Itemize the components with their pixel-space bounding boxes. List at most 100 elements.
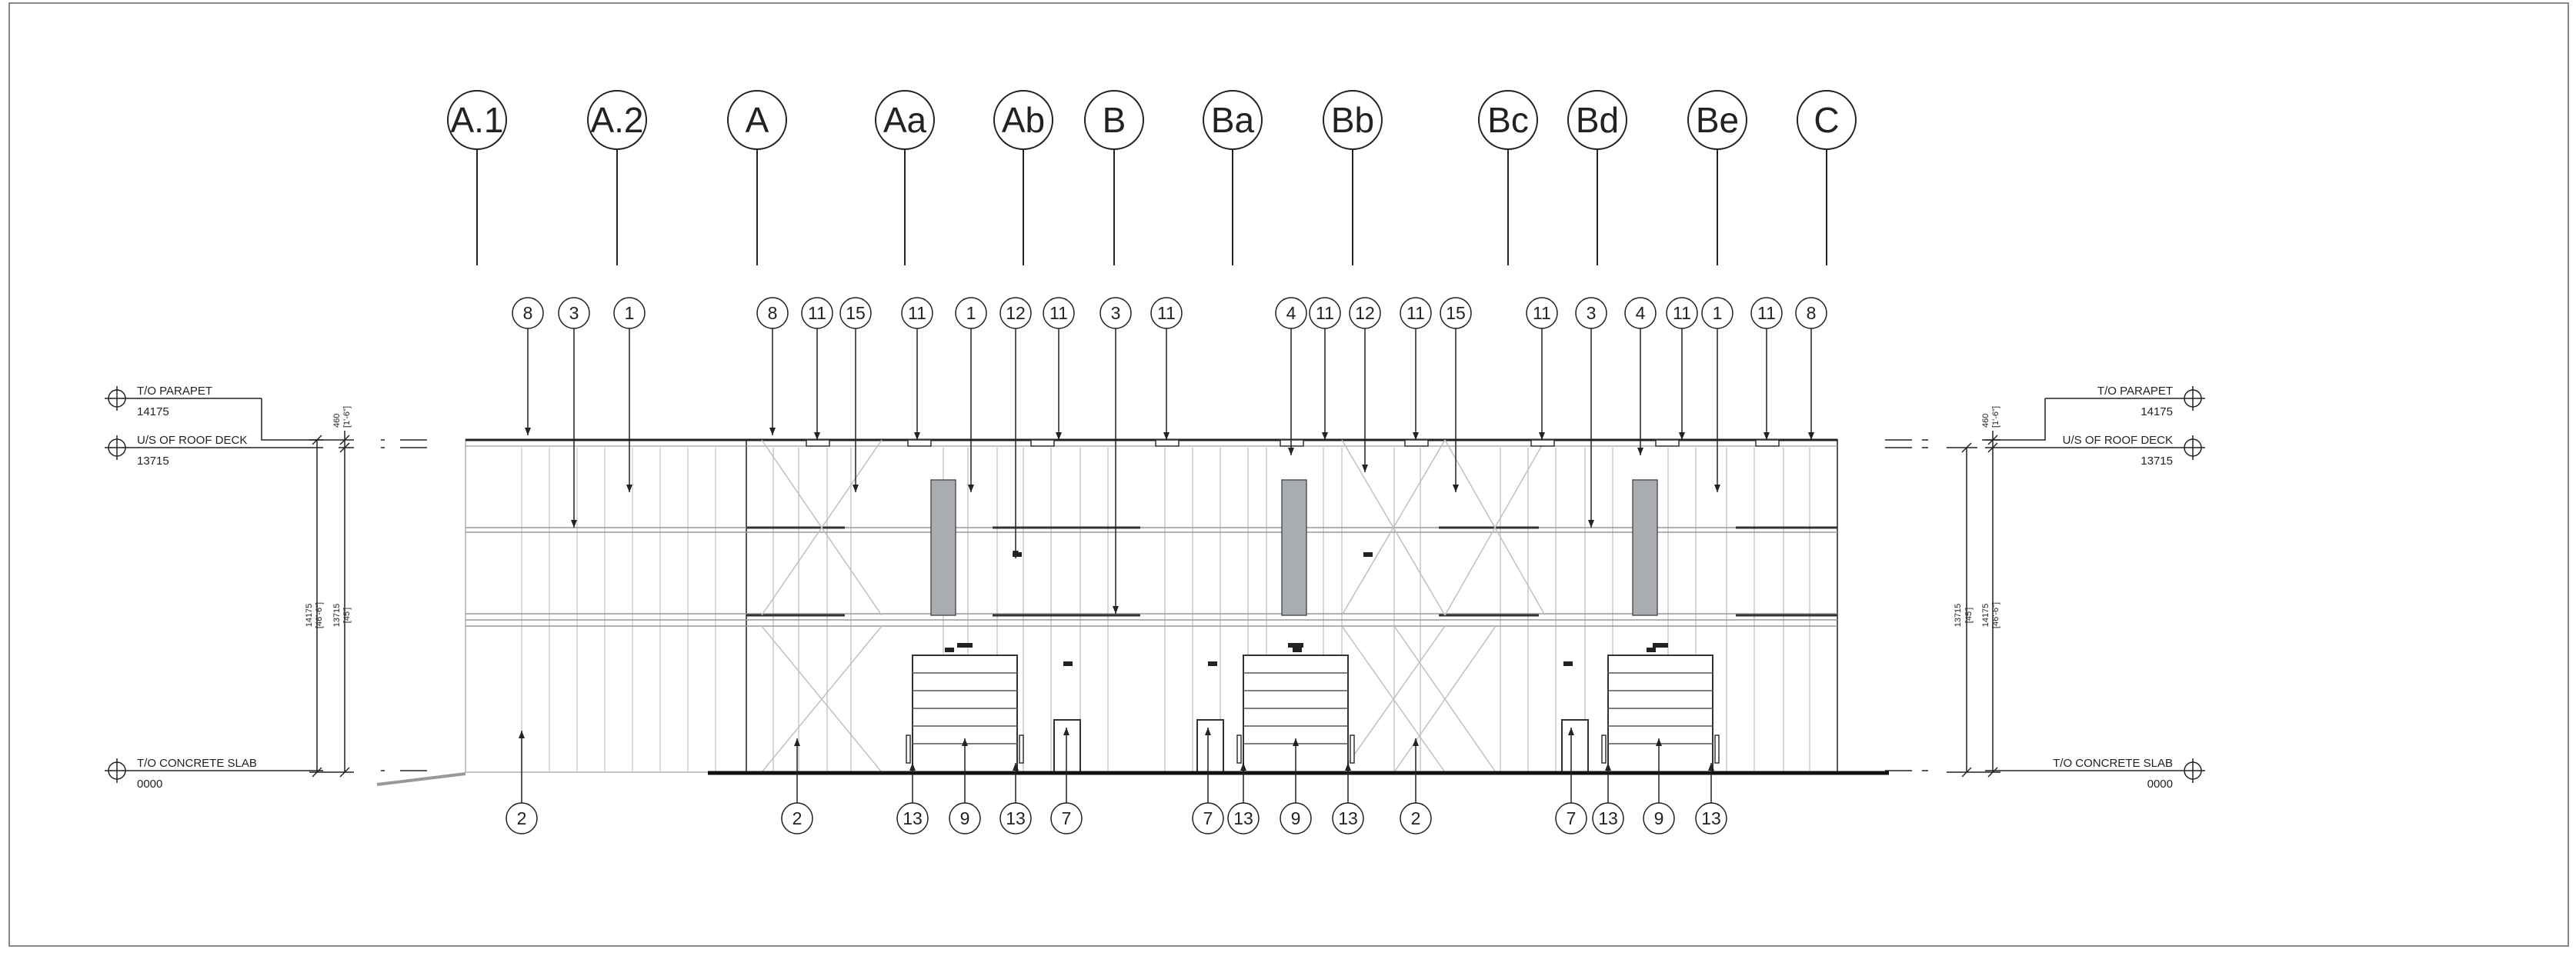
keynote-number: 11 — [908, 303, 926, 323]
grid-label: Be — [1696, 100, 1739, 140]
deck-height-dim: 13715 — [332, 604, 342, 628]
keynote-number: 15 — [846, 303, 866, 323]
keynote-number: 3 — [1111, 303, 1121, 323]
overhead-door — [1236, 643, 1355, 773]
keynote-bubble: 15 — [1440, 297, 1472, 492]
keynote-number: 13 — [903, 808, 923, 828]
keynote-bubble: 1 — [1701, 297, 1733, 492]
keynote-number: 1 — [1713, 303, 1723, 323]
keynote-bubble: 7 — [1555, 728, 1587, 834]
keynote-number: 7 — [1203, 808, 1213, 828]
grid-label: Bb — [1331, 100, 1374, 140]
keynote-bubble: 2 — [781, 738, 813, 834]
grid-bubble-bb: Bb — [1323, 90, 1383, 265]
level-name: U/S OF ROOF DECK — [2063, 434, 2173, 447]
grid-bubble-a1: A.1 — [447, 90, 507, 265]
building-elevation — [376, 438, 1889, 786]
deck-height-imperial: [45'] — [342, 608, 352, 623]
keynote-bubble: 11 — [801, 297, 833, 440]
grid-bubble-b: B — [1084, 90, 1144, 265]
keynote-number: 11 — [1757, 303, 1776, 323]
level-elevation: 13715 — [2141, 455, 2173, 468]
overall-height-dim: 14175 — [1981, 604, 1990, 628]
grid-bubble-ba: Ba — [1203, 90, 1263, 265]
keynote-bubble: 12 — [1349, 297, 1381, 472]
level-elevation: 14175 — [2141, 405, 2173, 418]
keynote-bubble: 8 — [756, 297, 789, 435]
grid-label: C — [1814, 100, 1839, 140]
keynote-number: 11 — [1316, 303, 1334, 323]
level-elevation: 0000 — [137, 778, 162, 791]
keynote-number: 8 — [1807, 303, 1817, 323]
keynote-bubble: 11 — [1666, 297, 1698, 440]
keynote-bubble: 13 — [1695, 763, 1727, 834]
keynote-number: 7 — [1062, 808, 1072, 828]
parapet-height-dim: 460 — [1981, 414, 1990, 428]
keynote-bubble: 3 — [558, 297, 590, 528]
glazing-strip — [1632, 479, 1658, 616]
level-extension-right — [1885, 439, 1928, 771]
keynote-number: 8 — [768, 303, 778, 323]
horizontal-reveals — [465, 527, 1837, 627]
keynote-number: 9 — [1291, 808, 1301, 828]
roof-fixtures — [806, 439, 1780, 447]
keynote-number: 13 — [1338, 808, 1358, 828]
grid-label: Ba — [1211, 100, 1255, 140]
keynote-number: 15 — [1446, 303, 1466, 323]
grid-label: A — [746, 100, 769, 140]
man-door — [1196, 719, 1224, 773]
dimension-strings-right — [1947, 431, 2000, 778]
man-doors — [1053, 719, 1589, 773]
keynote-bubble: 1 — [955, 297, 987, 492]
grid-label: B — [1103, 100, 1126, 140]
keynote-number: 1 — [966, 303, 976, 323]
level-marker-parapet-left: T/O PARAPET 14175 — [105, 385, 323, 441]
glazing-strip — [930, 479, 956, 616]
keynote-number: 13 — [1701, 808, 1721, 828]
keynote-bubble: 12 — [999, 297, 1032, 558]
grid-bubble-bd: Bd — [1567, 90, 1627, 265]
keynote-number: 13 — [1006, 808, 1026, 828]
keynote-bubble: 9 — [1280, 738, 1312, 834]
level-markers-left: T/O PARAPET 14175 U/S OF ROOF DECK 13715… — [105, 385, 427, 791]
grid-bubble-c: C — [1797, 90, 1857, 265]
level-name: T/O CONCRETE SLAB — [2053, 757, 2173, 770]
keynote-bubble: 11 — [1400, 297, 1432, 440]
canopy-lines — [746, 526, 1837, 617]
overhead-door — [1601, 643, 1720, 773]
keynote-number: 8 — [523, 303, 533, 323]
level-extension-left — [381, 439, 427, 771]
keynote-bubble: 9 — [1643, 738, 1675, 834]
keynote-number: 11 — [808, 303, 826, 323]
grid-label: A.1 — [450, 100, 503, 140]
keynote-number: 11 — [1406, 303, 1425, 323]
grid-label: Ab — [1002, 100, 1045, 140]
overall-height-imperial: [46'-6"] — [315, 602, 324, 628]
keynote-number: 13 — [1598, 808, 1618, 828]
keynote-bubble: 11 — [1526, 297, 1558, 440]
keynote-bubble: 7 — [1192, 728, 1224, 834]
grid-bubble-bc: Bc — [1478, 90, 1538, 265]
level-marker-roof-deck-left: U/S OF ROOF DECK 13715 — [105, 434, 323, 468]
keynote-bubble: 13 — [1227, 763, 1260, 834]
overall-height-imperial: [46'-6"] — [1991, 602, 2000, 628]
keynote-number: 3 — [1587, 303, 1597, 323]
keynote-bubble: 3 — [1099, 297, 1132, 614]
man-door — [1053, 719, 1081, 773]
keynote-bubble: 13 — [1592, 763, 1624, 834]
deck-height-dim: 13715 — [1954, 604, 1963, 628]
keynote-bubble: 2 — [506, 731, 538, 834]
grid-bubble-ab: Ab — [993, 90, 1053, 265]
grid-label: Bd — [1576, 100, 1619, 140]
parapet-height-imperial: [1'-6"] — [1991, 406, 2000, 428]
keynote-bubble: 15 — [839, 297, 872, 492]
parapet-height-imperial: [1'-6"] — [342, 406, 352, 428]
keynote-number: 11 — [1673, 303, 1691, 323]
grid-bubble-a: A — [727, 90, 787, 265]
keynote-bubble: 8 — [1795, 297, 1827, 440]
grid-bubble-be: Be — [1687, 90, 1747, 265]
level-markers-right: T/O PARAPET 14175 U/S OF ROOF DECK 13715… — [1885, 385, 2205, 791]
grid-bubble-a2: A.2 — [587, 90, 647, 265]
